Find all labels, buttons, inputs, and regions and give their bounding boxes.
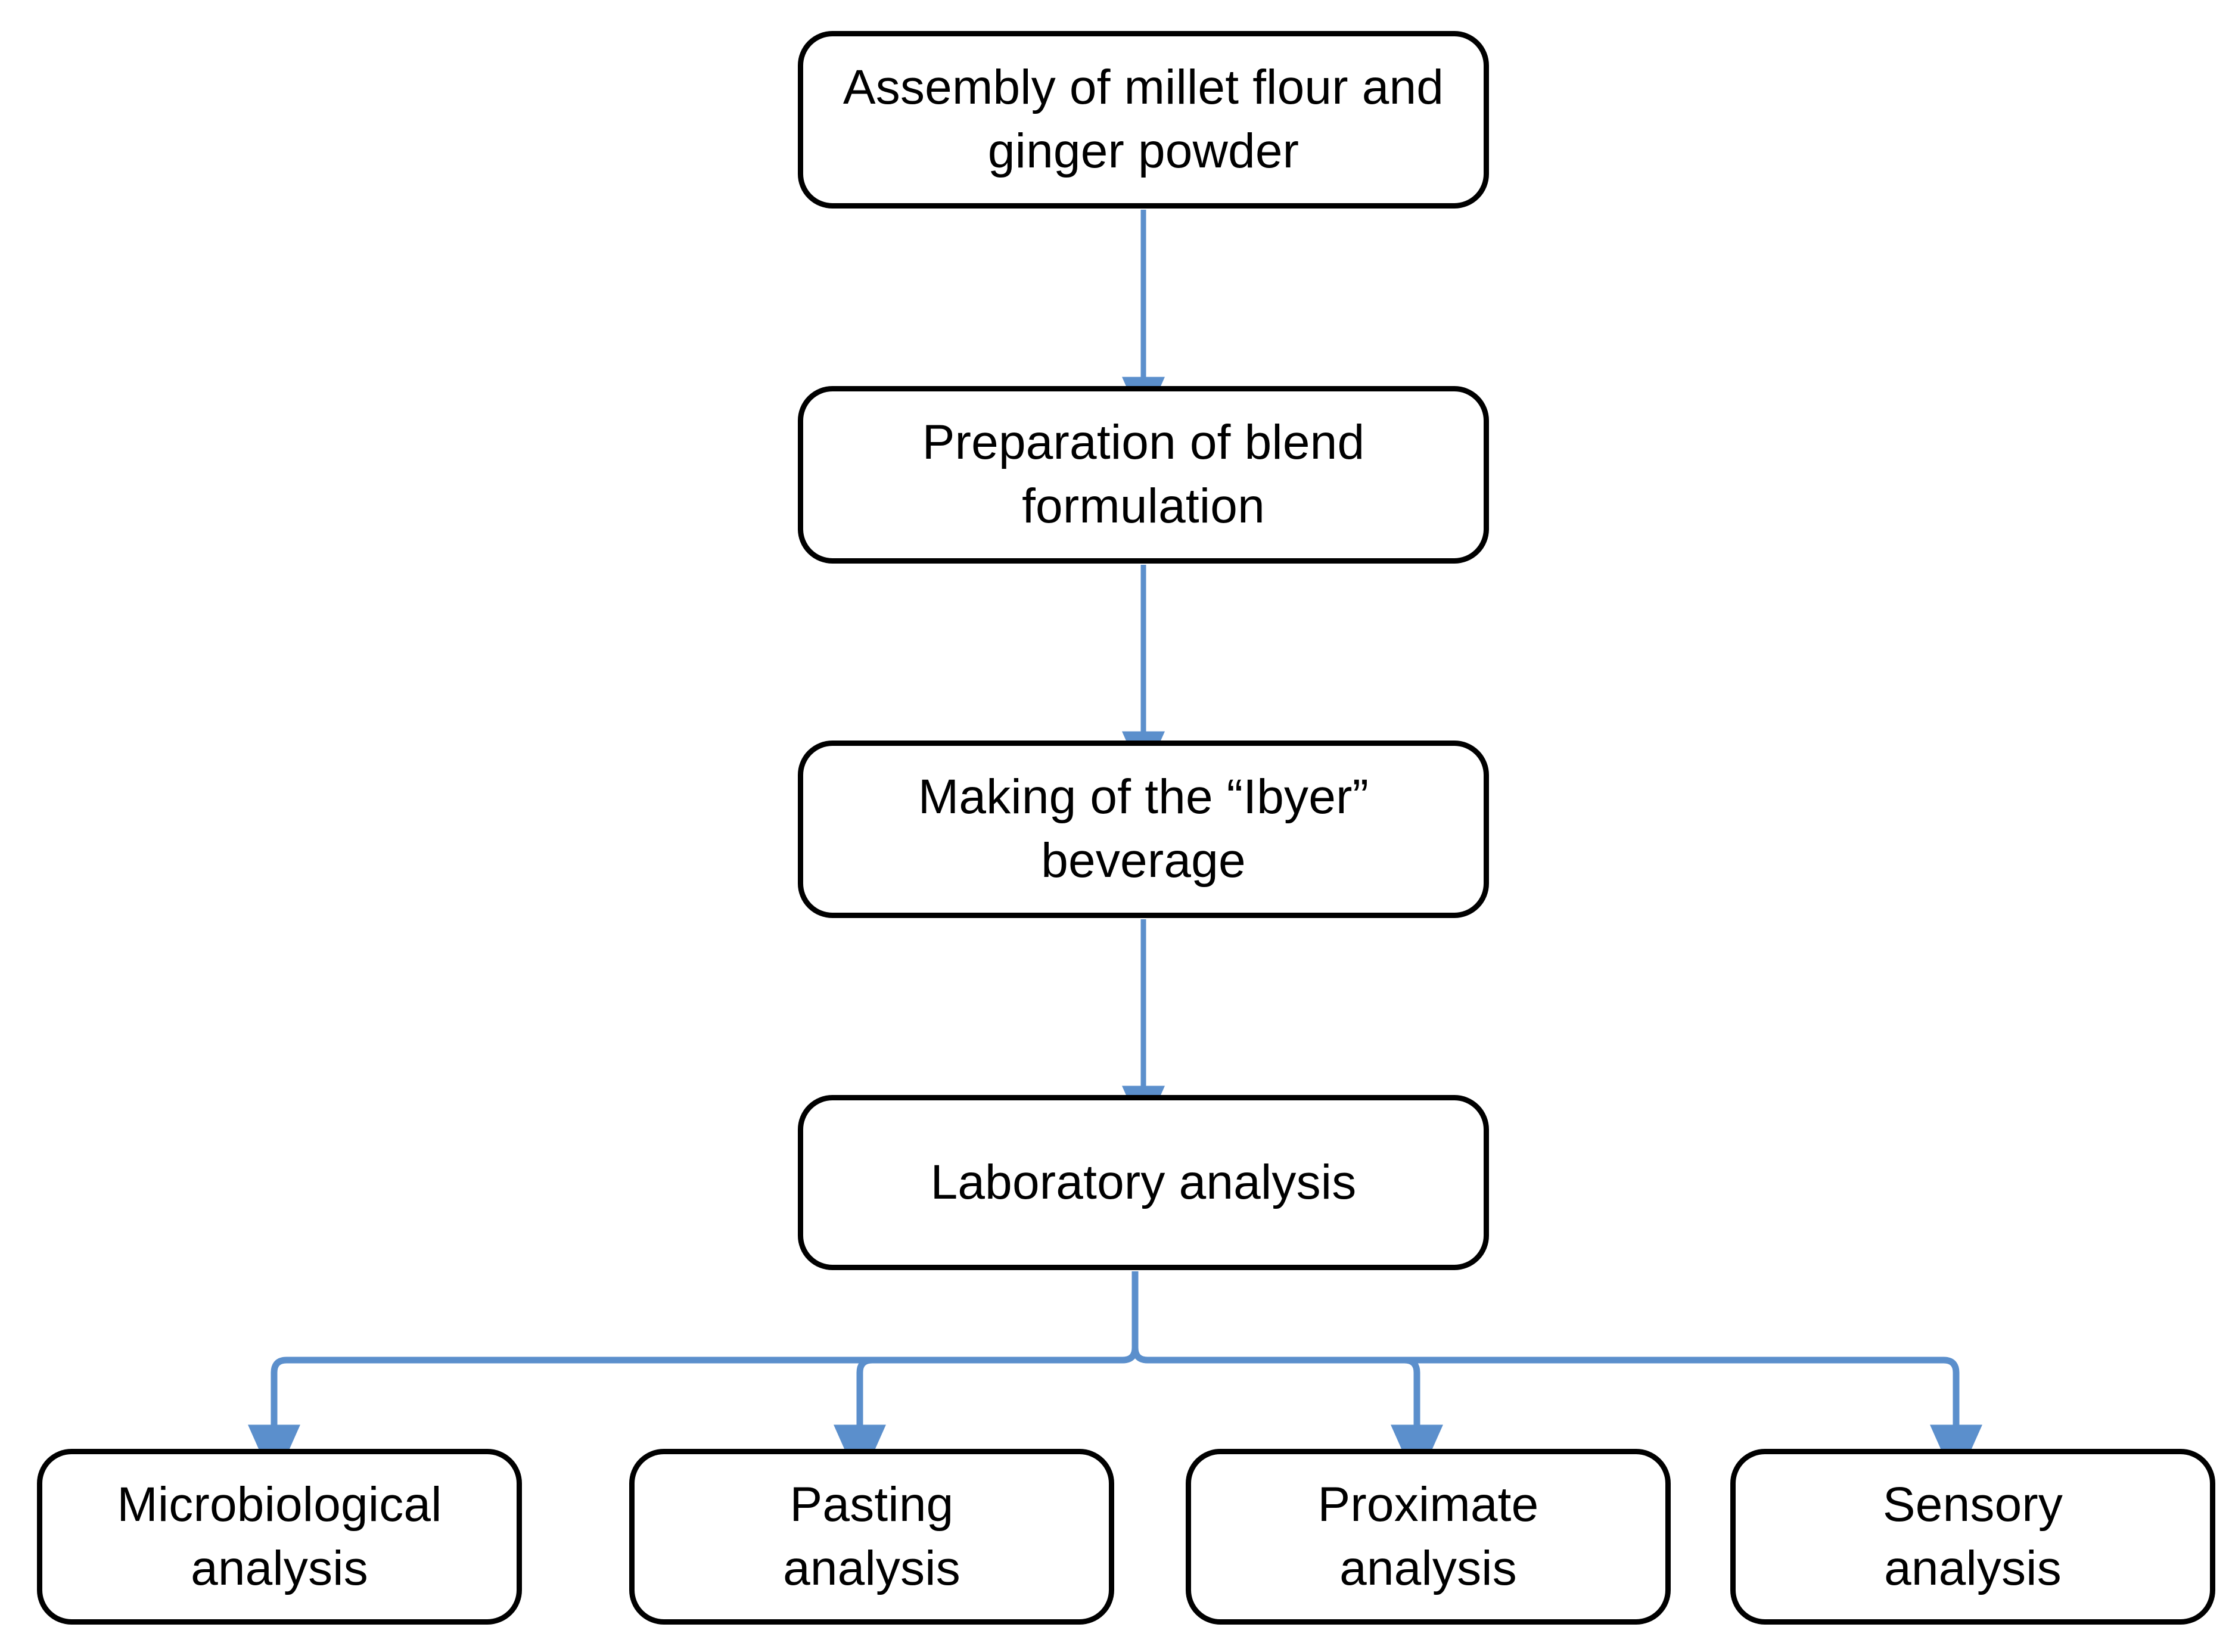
node-label: Microbiological analysis bbox=[117, 1477, 442, 1595]
node-proximate-analysis[interactable]: Proximate analysis bbox=[1186, 1449, 1671, 1625]
edge-lab-to-proximate bbox=[1391, 1357, 1443, 1484]
node-making-of-the-ibyer-beverage[interactable]: Making of the “Ibyer” beverage bbox=[798, 741, 1489, 918]
node-assembly-of-millet-flour-and-ginger-powder[interactable]: Assembly of millet flour and ginger powd… bbox=[798, 31, 1489, 209]
node-label: Sensory analysis bbox=[1882, 1477, 2063, 1595]
node-microbiological-analysis[interactable]: Microbiological analysis bbox=[37, 1449, 522, 1625]
edge-lab-to-pasting bbox=[834, 1357, 886, 1484]
distribution-bus-left bbox=[248, 1347, 1139, 1484]
node-sensory-analysis[interactable]: Sensory analysis bbox=[1730, 1449, 2215, 1625]
node-label: Laboratory analysis bbox=[930, 1155, 1357, 1209]
node-label: Making of the “Ibyer” beverage bbox=[918, 770, 1369, 888]
node-laboratory-analysis[interactable]: Laboratory analysis bbox=[798, 1095, 1489, 1270]
node-preparation-of-blend-formulation[interactable]: Preparation of blend formulation bbox=[798, 386, 1489, 564]
node-pasting-analysis[interactable]: Pasting analysis bbox=[629, 1449, 1114, 1625]
node-label: Preparation of blend formulation bbox=[922, 415, 1365, 533]
node-label: Pasting analysis bbox=[783, 1477, 960, 1595]
distribution-bus-right bbox=[1131, 1347, 1982, 1484]
node-label: Assembly of millet flour and ginger powd… bbox=[843, 60, 1444, 178]
node-label: Proximate analysis bbox=[1317, 1477, 1539, 1595]
